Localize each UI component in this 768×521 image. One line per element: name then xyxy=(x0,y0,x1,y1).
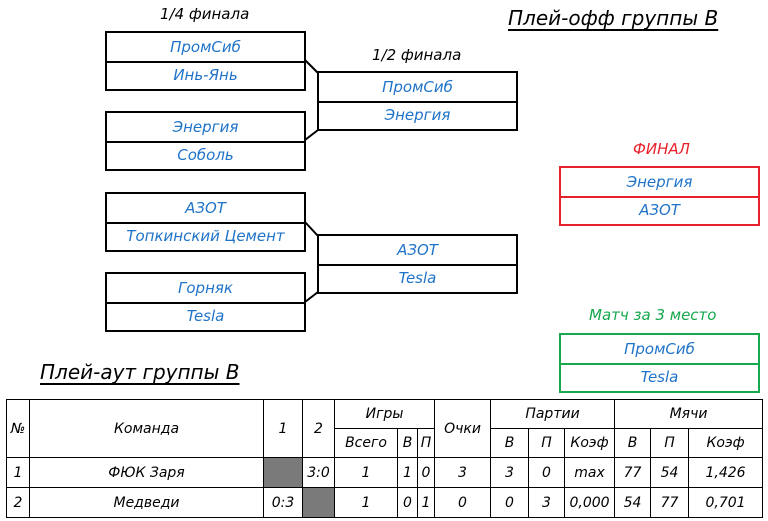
quarterfinal-match-1: ПромСиб Инь-Янь xyxy=(105,31,306,91)
table-header-row-1: № Команда 1 2 Игры Очки Партии Мячи xyxy=(6,399,764,458)
row-games-won: 0 xyxy=(397,487,418,518)
row-sets-coef: max xyxy=(564,457,616,488)
semifinal-match-2: АЗОТ Tesla xyxy=(317,234,518,294)
header-col1: 1 xyxy=(263,399,303,458)
row-balls-lost: 54 xyxy=(650,457,690,488)
semifinal-2-team-top: АЗОТ xyxy=(319,236,516,266)
row-num: 2 xyxy=(6,487,30,518)
connector-qf1-sf1 xyxy=(304,59,319,74)
row-sets-won: 0 xyxy=(490,487,530,518)
final-label: ФИНАЛ xyxy=(633,140,690,158)
row-balls-lost: 77 xyxy=(650,487,690,518)
semifinal-1-team-bottom: Энергия xyxy=(384,106,451,124)
quarterfinal-3-team-bottom: Топкинский Цемент xyxy=(126,227,285,245)
semifinal-label: 1/2 финала xyxy=(372,46,462,64)
header-balls: Мячи xyxy=(614,399,764,429)
row-games-lost: 0 xyxy=(416,457,436,488)
third-place-label: Матч за 3 место xyxy=(589,306,717,324)
playout-title: Плей-аут группы В xyxy=(40,360,240,384)
row-balls-won: 54 xyxy=(614,487,652,518)
row-points: 3 xyxy=(434,457,492,488)
row-games-total: 1 xyxy=(334,487,398,518)
header-points: Очки xyxy=(434,399,492,458)
row-balls-coef: 1,426 xyxy=(688,457,764,488)
third-place-match: ПромСиб Tesla xyxy=(559,333,760,393)
quarterfinal-2-team-bottom: Соболь xyxy=(177,146,234,164)
header-col2: 2 xyxy=(302,399,335,458)
header-team: Команда xyxy=(29,399,264,458)
row-team: ФЮК Заря xyxy=(29,457,264,488)
playoff-title: Плей-офф группы В xyxy=(508,6,719,30)
quarterfinal-3-team-top: АЗОТ xyxy=(107,194,304,224)
connector-qf2-sf1 xyxy=(304,129,319,141)
table-header-row-2: Всего В П В П Коэф В П Коэф xyxy=(7,428,764,458)
row-self-cell xyxy=(302,487,335,518)
third-place-team-top: ПромСиб xyxy=(561,335,758,365)
row-games-lost: 1 xyxy=(416,487,436,518)
row-self-cell xyxy=(263,457,303,488)
final-match: Энергия АЗОТ xyxy=(559,166,760,226)
quarterfinal-4-team-top: Горняк xyxy=(107,274,304,304)
row-balls-coef: 0,701 xyxy=(688,487,764,518)
row-sets-won: 3 xyxy=(490,457,530,488)
table-row: 2 Медведи 0:3 1 0 1 0 0 3 0,000 54 77 0,… xyxy=(6,487,764,518)
header-balls-lost: П xyxy=(650,428,690,458)
row-sets-lost: 3 xyxy=(528,487,566,518)
header-games-total: Всего xyxy=(334,428,398,458)
quarterfinal-1-team-bottom: Инь-Янь xyxy=(173,66,238,84)
row-balls-won: 77 xyxy=(614,457,652,488)
quarterfinal-4-team-bottom: Tesla xyxy=(186,307,225,325)
header-sets-coef: Коэф xyxy=(564,428,616,458)
header-sets-lost: П xyxy=(528,428,566,458)
row-team: Медведи xyxy=(29,487,264,518)
header-balls-won: В xyxy=(614,428,652,458)
final-team-bottom: АЗОТ xyxy=(639,201,680,219)
semifinal-match-1: ПромСиб Энергия xyxy=(317,71,518,131)
connector-qf4-sf2 xyxy=(304,291,319,303)
table-row: 1 ФЮК Заря 3:0 1 1 0 3 3 0 max 77 54 1,4… xyxy=(6,457,764,488)
quarterfinal-2-team-top: Энергия xyxy=(107,113,304,143)
header-sets-won: В xyxy=(490,428,530,458)
connector-qf3-sf2 xyxy=(304,221,319,237)
header-num: № xyxy=(6,399,30,458)
quarterfinal-match-3: АЗОТ Топкинский Цемент xyxy=(105,192,306,252)
header-games-lost: П xyxy=(416,428,436,458)
quarterfinal-match-4: Горняк Tesla xyxy=(105,272,306,332)
quarterfinal-1-team-top: ПромСиб xyxy=(107,33,304,63)
row-vs-2: 3:0 xyxy=(302,457,335,488)
row-num: 1 xyxy=(6,457,30,488)
quarterfinal-label: 1/4 финала xyxy=(160,5,250,23)
header-balls-coef: Коэф xyxy=(688,428,764,458)
row-games-won: 1 xyxy=(397,457,418,488)
playout-standings-table: № Команда 1 2 Игры Очки Партии Мячи Всег… xyxy=(6,399,764,518)
final-team-top: Энергия xyxy=(561,168,758,198)
row-games-total: 1 xyxy=(334,457,398,488)
quarterfinal-match-2: Энергия Соболь xyxy=(105,111,306,171)
third-place-team-bottom: Tesla xyxy=(640,368,679,386)
row-sets-coef: 0,000 xyxy=(564,487,616,518)
row-sets-lost: 0 xyxy=(528,457,566,488)
header-sets: Партии xyxy=(490,399,616,429)
row-vs-1: 0:3 xyxy=(263,487,303,518)
header-games-won: В xyxy=(397,428,418,458)
row-points: 0 xyxy=(434,487,492,518)
semifinal-2-team-bottom: Tesla xyxy=(398,269,437,287)
header-games: Игры xyxy=(333,399,436,429)
semifinal-1-team-top: ПромСиб xyxy=(319,73,516,103)
